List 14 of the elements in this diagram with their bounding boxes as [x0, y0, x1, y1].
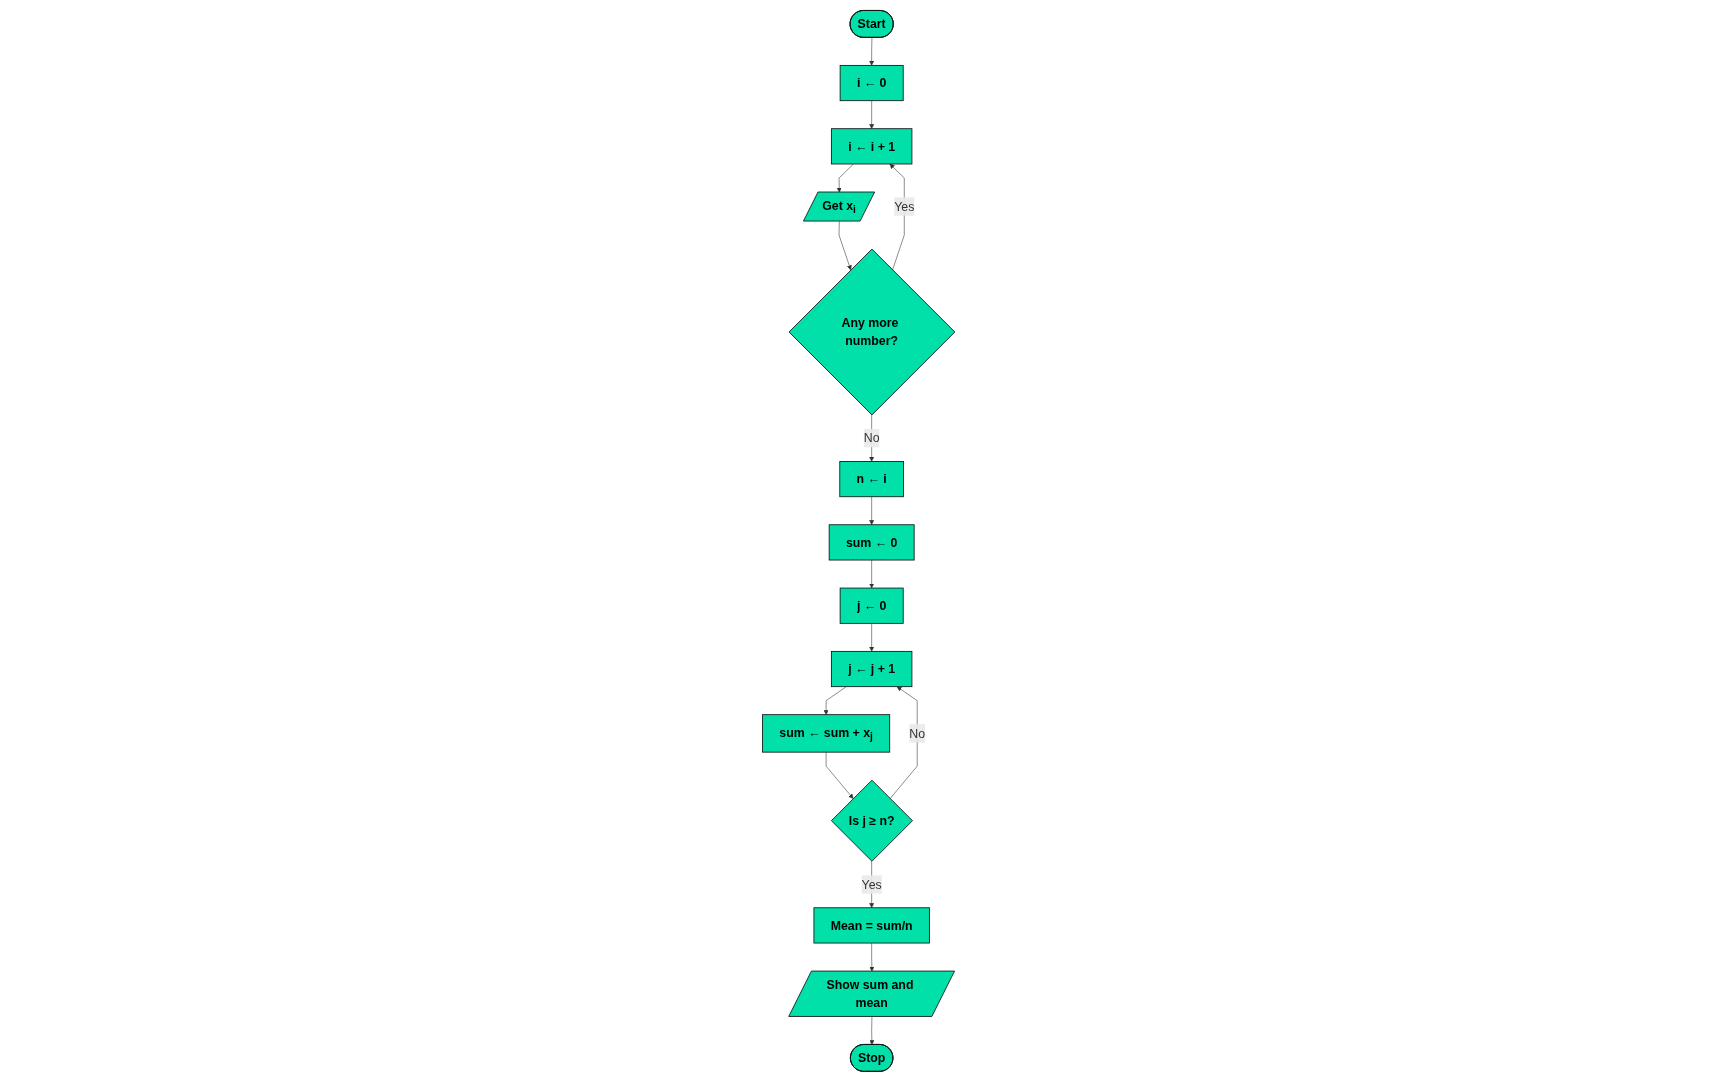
node-box: i ← 0	[840, 64, 904, 101]
edge-label: No	[864, 430, 880, 445]
edge-label: No	[909, 725, 926, 740]
node-box: j ← 0	[840, 587, 904, 624]
edge-label: Yes	[894, 199, 915, 214]
node-box: i ← i + 1	[831, 127, 913, 164]
node-diamond: Is j ≥ n?	[831, 779, 914, 862]
node-box: n ← i	[839, 460, 905, 497]
node-box: sum ← 0	[829, 523, 915, 561]
edge-label: Yes	[861, 877, 883, 892]
node-box: Mean = sum/n	[813, 906, 931, 944]
node-diamond: Any more number?	[788, 248, 956, 415]
node-box: sum ← sum + x$_{j}$	[762, 713, 891, 753]
node-box: j ← j + 1	[831, 650, 913, 687]
